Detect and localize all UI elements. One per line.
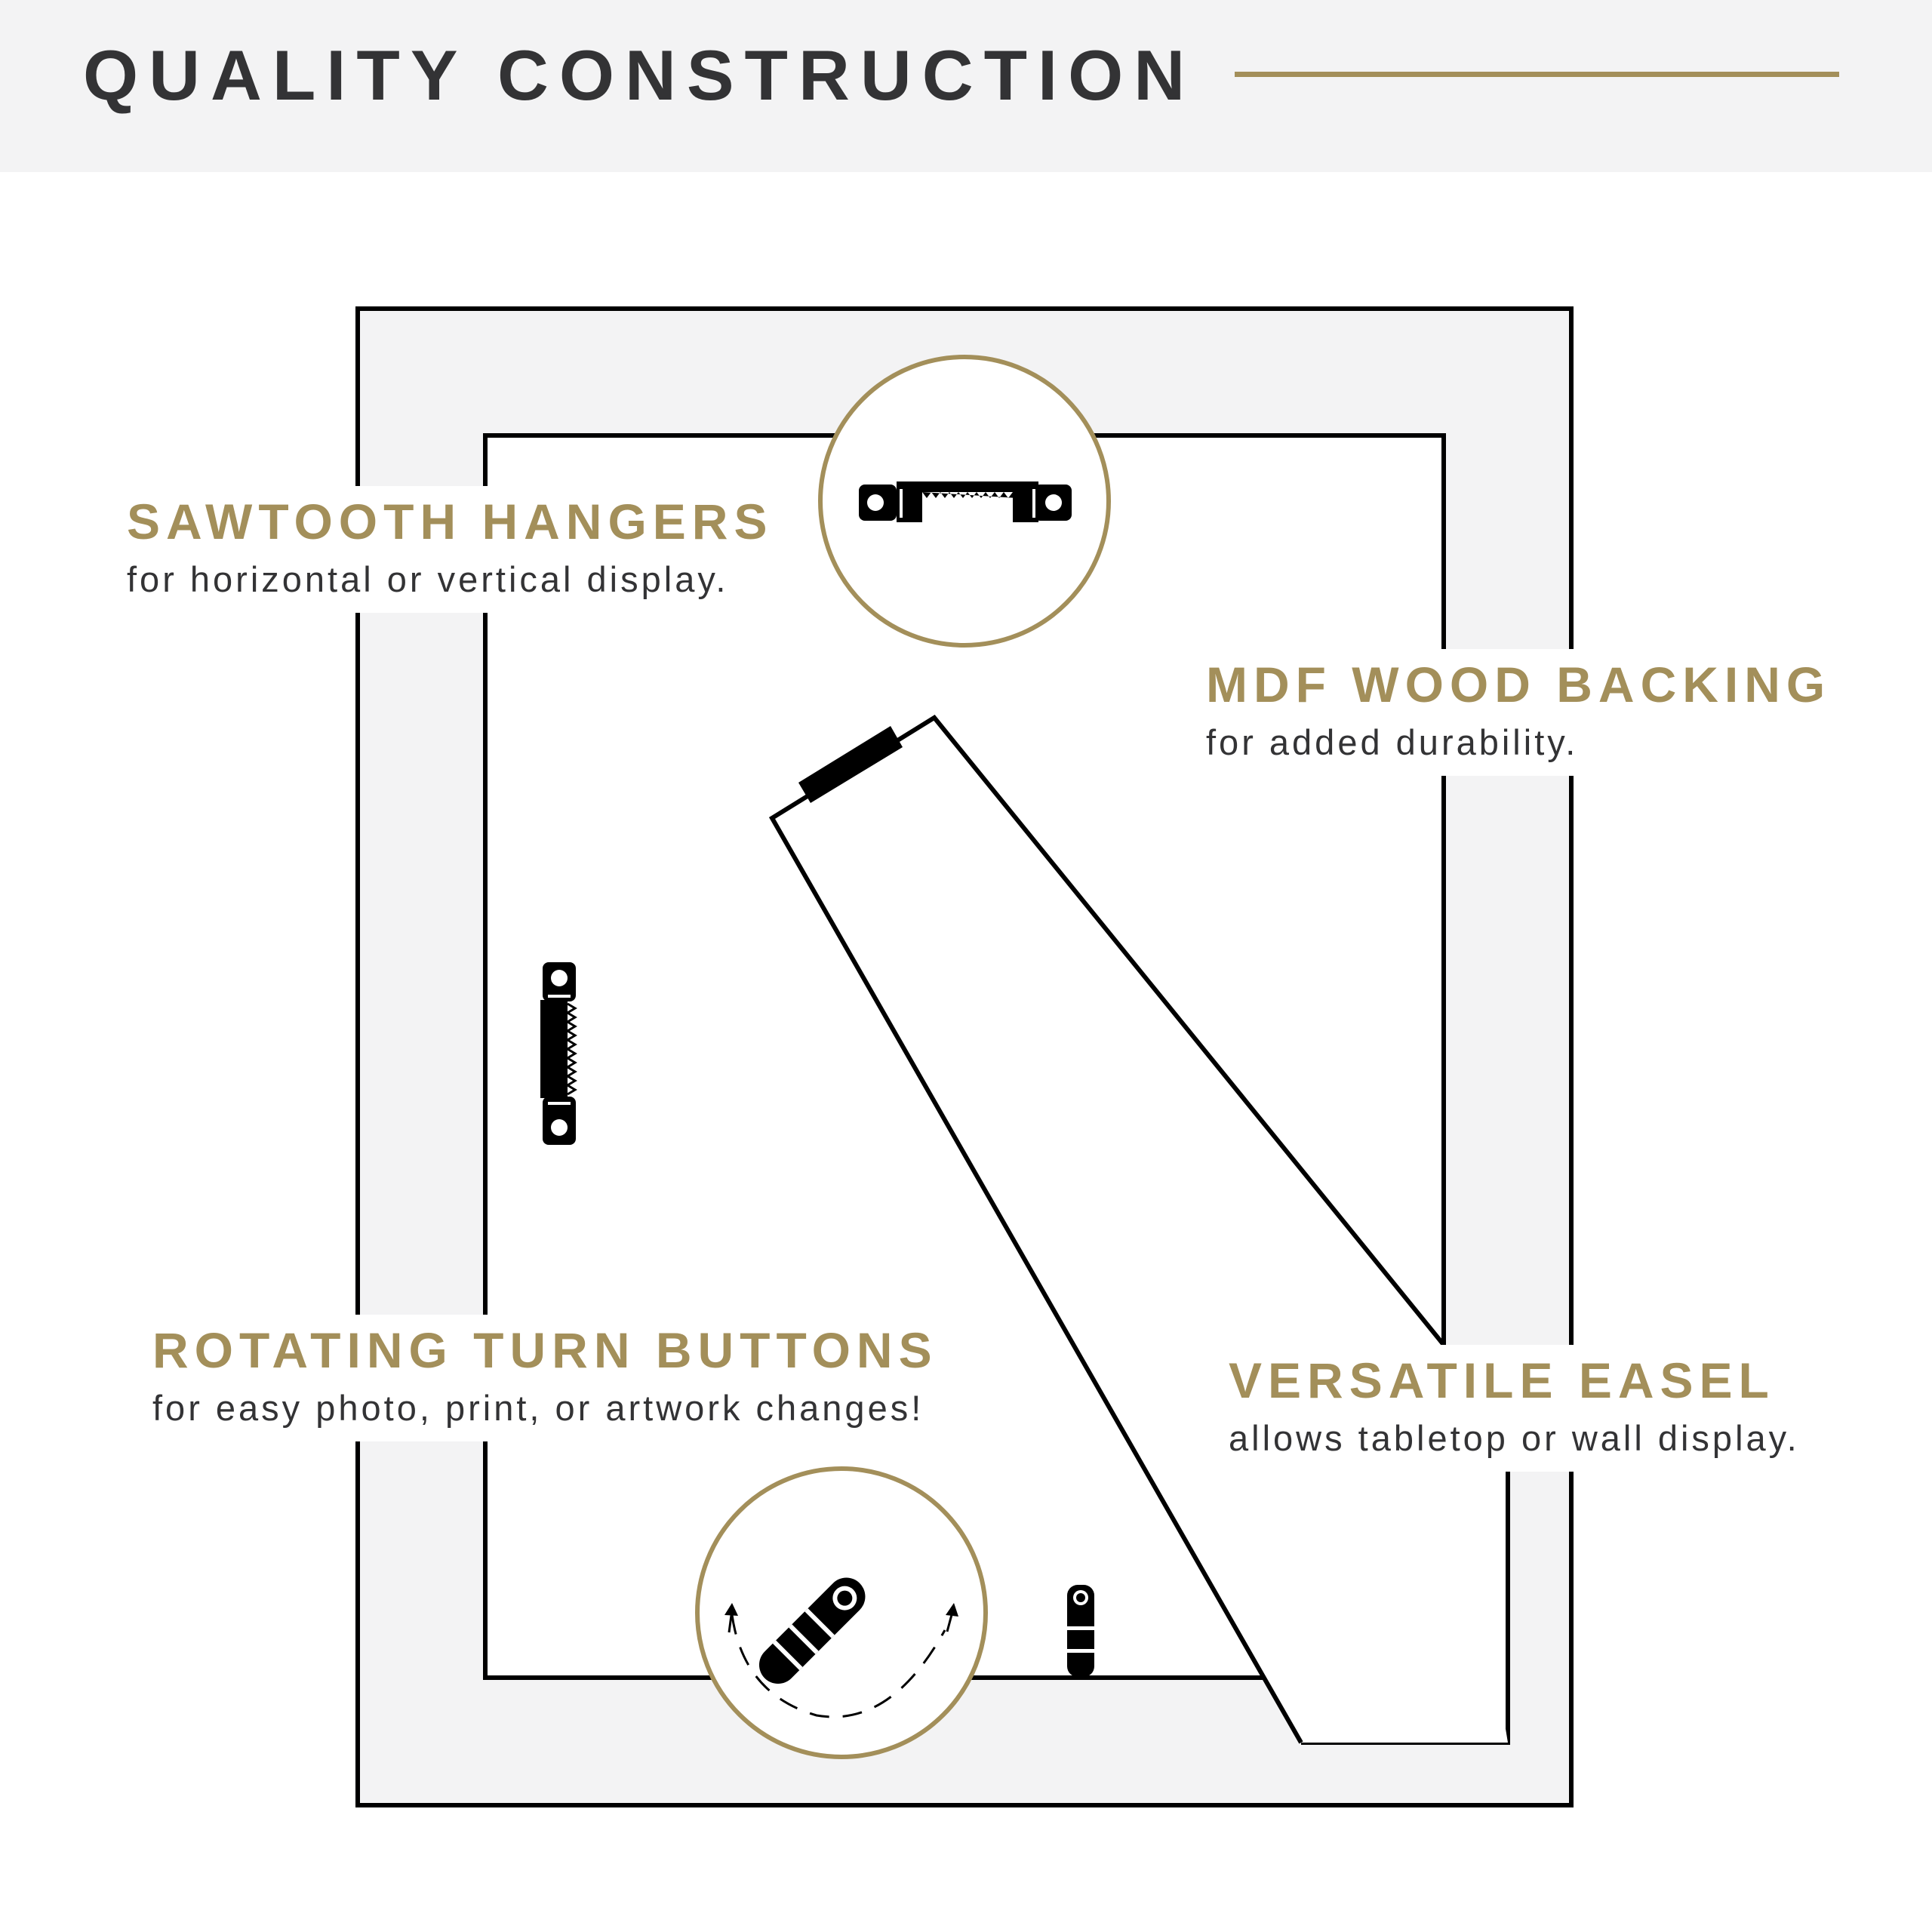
easel bbox=[772, 718, 1508, 1743]
page-title: QUALITY CONSTRUCTION bbox=[83, 35, 1196, 115]
feature-rotating-turn-buttons: ROTATING TURN BUTTONS for easy photo, pr… bbox=[148, 1315, 943, 1441]
feature-mdf-wood-backing: MDF WOOD BACKING for added durability. bbox=[1201, 649, 1836, 776]
feature-sawtooth-hangers: SAWTOOTH HANGERS for horizontal or verti… bbox=[122, 486, 778, 613]
feature-title: SAWTOOTH HANGERS bbox=[127, 494, 774, 549]
feature-title: MDF WOOD BACKING bbox=[1206, 657, 1832, 712]
header-bar: QUALITY CONSTRUCTION bbox=[0, 0, 1932, 172]
sawtooth-hanger-vertical-icon bbox=[540, 962, 577, 1145]
feature-versatile-easel: VERSATILE EASEL allows tabletop or wall … bbox=[1224, 1345, 1804, 1472]
rotation-arrow-icon bbox=[724, 1603, 958, 1718]
header-rule bbox=[1235, 72, 1839, 77]
turn-button-small-icon bbox=[1067, 1585, 1094, 1677]
feature-desc: for horizontal or vertical display. bbox=[127, 559, 729, 599]
feature-desc: for added durability. bbox=[1206, 722, 1579, 762]
easel-hinge bbox=[798, 726, 903, 803]
feature-title: ROTATING TURN BUTTONS bbox=[152, 1322, 938, 1378]
sawtooth-callout-circle bbox=[818, 355, 1111, 648]
feature-title: VERSATILE EASEL bbox=[1229, 1352, 1775, 1408]
turn-button-icon bbox=[758, 1577, 866, 1684]
sawtooth-hanger-icon bbox=[859, 481, 1072, 522]
feature-desc: for easy photo, print, or artwork change… bbox=[152, 1388, 924, 1428]
feature-desc: allows tabletop or wall display. bbox=[1229, 1418, 1800, 1458]
